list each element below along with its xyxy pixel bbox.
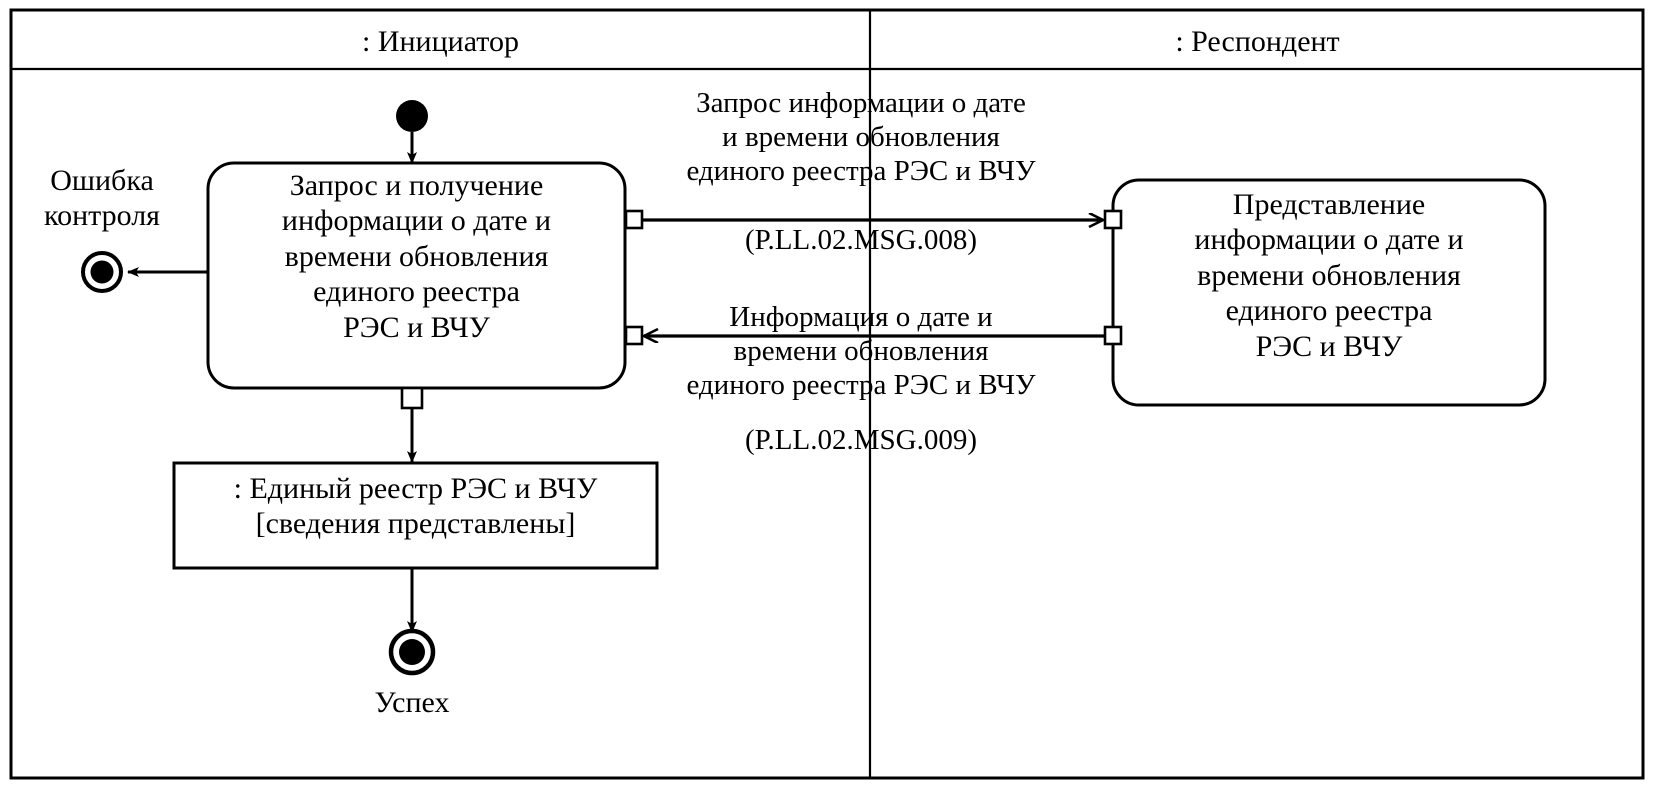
initial-node bbox=[396, 100, 428, 132]
diagram-frame bbox=[9, 8, 1645, 780]
final-state-success-label: Успех bbox=[374, 686, 450, 719]
message-code-msg009: (P.LL.02.MSG.009) bbox=[744, 424, 977, 456]
object-node-label: : Единый реестр РЭС и ВЧУ [сведения пред… bbox=[233, 472, 598, 541]
message-code-msg008: (P.LL.02.MSG.008) bbox=[744, 224, 977, 256]
final-state-error-core bbox=[90, 260, 114, 284]
activity-request-receive-label: Запрос и получение информации о дате и в… bbox=[281, 169, 552, 344]
swimlane-title-respondent: : Респондент bbox=[1175, 25, 1340, 58]
port-activity-output bbox=[400, 386, 424, 410]
activity-provide-info-label: Представление информации о дате и времен… bbox=[1194, 188, 1464, 363]
final-state-success-core bbox=[399, 639, 425, 665]
swimlane-title-initiator: : Инициатор bbox=[362, 25, 519, 58]
final-state-error-label: Ошибка контроля bbox=[44, 164, 160, 233]
object-node-box bbox=[172, 461, 659, 570]
message-label-msg008: Запрос информации о дате и времени обнов… bbox=[686, 87, 1036, 188]
message-label-msg009: Информация о дате и времени обновления е… bbox=[686, 301, 1036, 402]
activity-provide-info-box bbox=[1111, 178, 1547, 407]
